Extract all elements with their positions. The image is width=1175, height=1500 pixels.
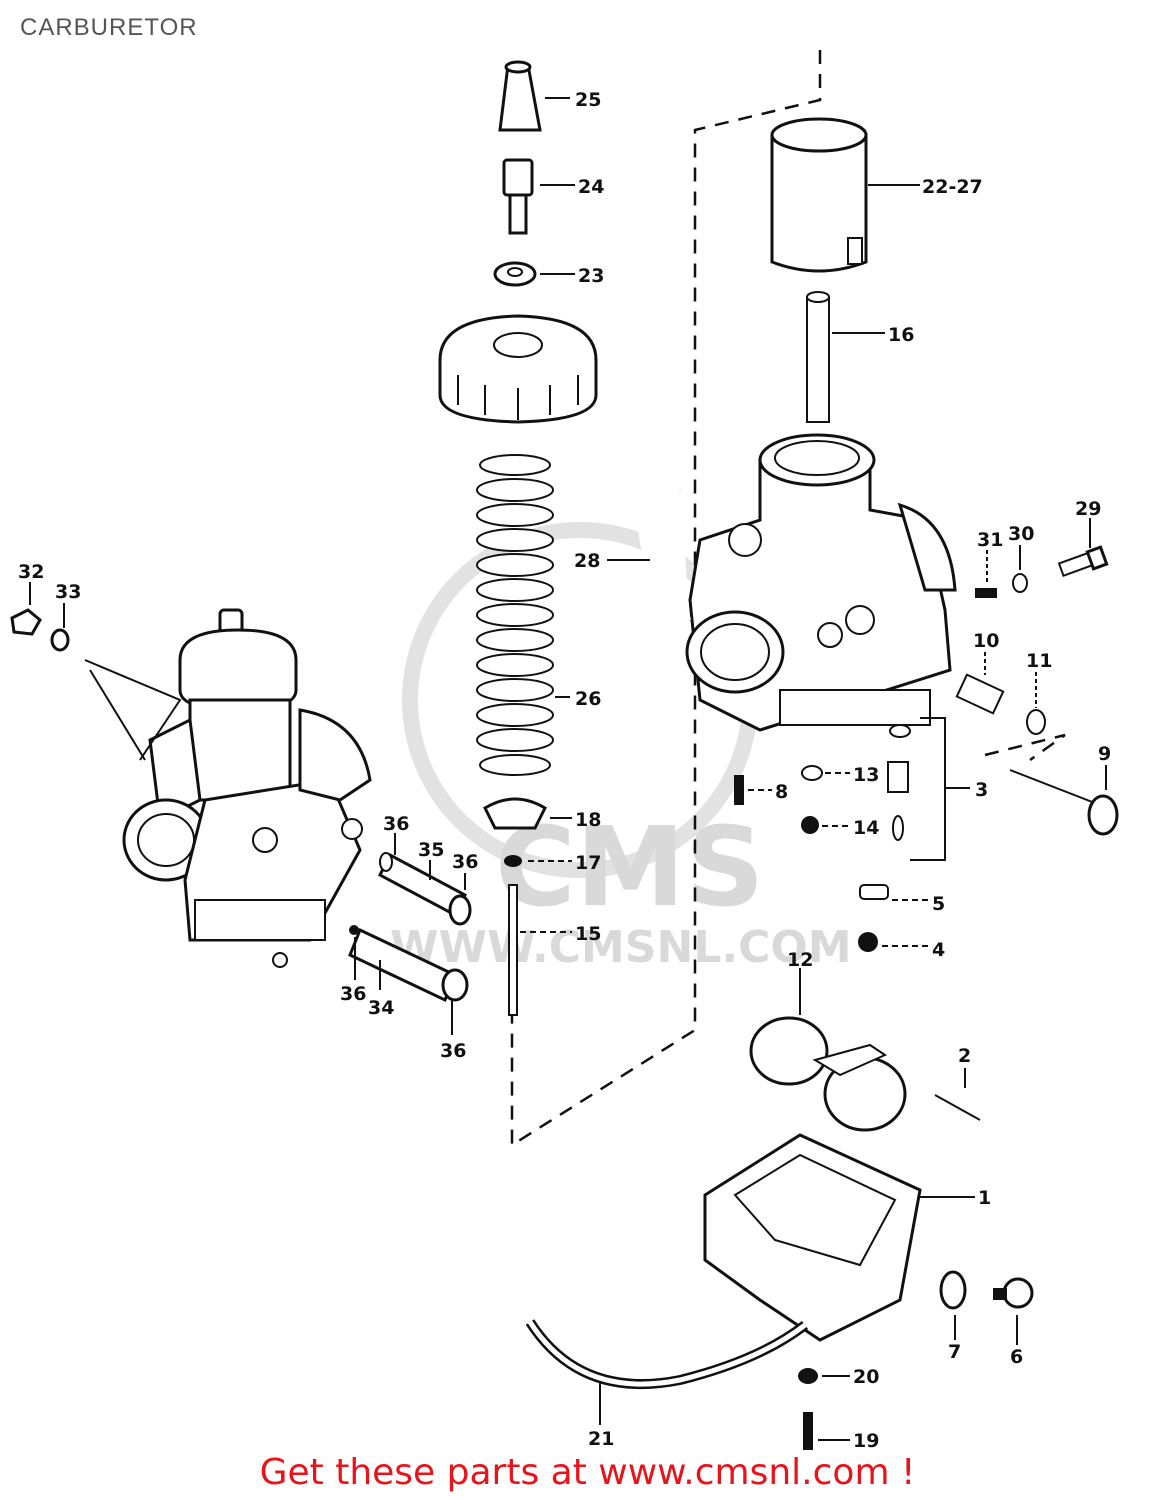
callout-17: 17 xyxy=(575,852,601,874)
part-14-jet xyxy=(801,815,904,841)
callout-7: 7 xyxy=(948,1341,961,1363)
part-31-spring xyxy=(975,550,997,598)
part-28-tube xyxy=(607,486,692,622)
callout-22-27: 22-27 xyxy=(922,176,983,198)
callout-35: 35 xyxy=(418,839,444,861)
carburetor-top-cap xyxy=(438,314,598,424)
part-10-spring xyxy=(955,652,1005,715)
callout-33: 33 xyxy=(55,581,81,603)
part-29-air-screw xyxy=(1057,518,1109,578)
part-32-screw xyxy=(10,582,42,636)
part-4-jet xyxy=(858,932,928,952)
callout-34: 34 xyxy=(368,997,394,1019)
callout-36-c: 36 xyxy=(340,983,366,1005)
part-25-rubber-cap xyxy=(498,60,570,132)
callout-21: 21 xyxy=(588,1428,614,1450)
callout-28: 28 xyxy=(574,550,600,572)
part-36-clamps xyxy=(349,833,466,1035)
part-6-screw xyxy=(993,1277,1034,1345)
part-16-needle-jet xyxy=(806,291,885,423)
pointer-left-carb-2 xyxy=(89,669,146,761)
part-19-drain-screw xyxy=(803,1412,850,1450)
part-3-bracket xyxy=(910,717,970,861)
callout-9: 9 xyxy=(1098,743,1111,765)
part-1-float-chamber xyxy=(703,1133,975,1342)
page-title: CARBURETOR xyxy=(20,14,198,41)
part-15-jet-needle xyxy=(508,884,572,1016)
callout-6: 6 xyxy=(1010,1346,1023,1368)
callout-29: 29 xyxy=(1075,498,1101,520)
callout-25: 25 xyxy=(575,89,601,111)
cms-watermark: CMS WWW.CMSNL.COM xyxy=(390,522,852,973)
callout-36-a: 36 xyxy=(383,813,409,835)
callout-16: 16 xyxy=(888,324,914,346)
callout-31: 31 xyxy=(977,529,1003,551)
callout-10: 10 xyxy=(973,630,999,652)
callout-23: 23 xyxy=(578,265,604,287)
callout-labels: 25 24 23 22-27 16 28 26 18 17 15 29 30 3… xyxy=(18,89,1111,1452)
part-13-jet xyxy=(801,724,911,793)
part-12-float xyxy=(749,968,907,1132)
left-carburetor-assembly xyxy=(122,608,372,968)
part-11-o-ring xyxy=(1026,672,1046,735)
part-2-float-pin xyxy=(934,1068,981,1121)
callout-26: 26 xyxy=(575,688,601,710)
callout-36-b: 36 xyxy=(452,851,478,873)
part-17-clip xyxy=(504,855,572,867)
callout-4: 4 xyxy=(932,939,945,961)
part-21-overflow-tube xyxy=(525,1319,809,1425)
callout-1: 1 xyxy=(978,1187,991,1209)
callout-13: 13 xyxy=(853,764,879,786)
watermark-url-text: WWW.CMSNL.COM xyxy=(390,922,852,973)
part-33-washer xyxy=(50,603,70,652)
callout-14: 14 xyxy=(853,817,879,839)
part-30-o-ring xyxy=(1012,545,1028,593)
callout-11: 11 xyxy=(1026,650,1052,672)
callout-36-d: 36 xyxy=(440,1040,466,1062)
right-carburetor-body xyxy=(685,433,957,732)
callout-8: 8 xyxy=(775,781,788,803)
part-24-adjuster xyxy=(502,158,575,235)
callout-32: 32 xyxy=(18,561,44,583)
part-9-pilot-screw xyxy=(1009,765,1119,836)
part-34-hose xyxy=(348,927,469,1003)
footer-link[interactable]: Get these parts at www.cmsnl.com ! xyxy=(259,1452,916,1493)
callout-18: 18 xyxy=(575,809,601,831)
part-22-27-throttle-valve xyxy=(770,117,920,273)
callout-3: 3 xyxy=(975,779,988,801)
callout-15: 15 xyxy=(575,923,601,945)
part-35-hose xyxy=(378,852,472,926)
part-23-nut xyxy=(493,261,575,287)
callout-24: 24 xyxy=(578,176,604,198)
callout-19: 19 xyxy=(853,1430,879,1452)
callout-5: 5 xyxy=(932,893,945,915)
part-8-jet xyxy=(734,775,772,805)
callout-12: 12 xyxy=(787,949,813,971)
pointer-left-carb xyxy=(84,659,182,761)
part-5-jet xyxy=(859,884,928,901)
part-7-gasket xyxy=(939,1270,967,1340)
callout-20: 20 xyxy=(853,1366,879,1388)
part-26-spring xyxy=(476,454,570,776)
watermark-logo-text: CMS xyxy=(495,803,764,931)
part-20-washer xyxy=(798,1368,850,1384)
callout-2: 2 xyxy=(958,1045,971,1067)
part-18-needle-retainer xyxy=(483,797,572,830)
callout-30: 30 xyxy=(1008,523,1034,545)
